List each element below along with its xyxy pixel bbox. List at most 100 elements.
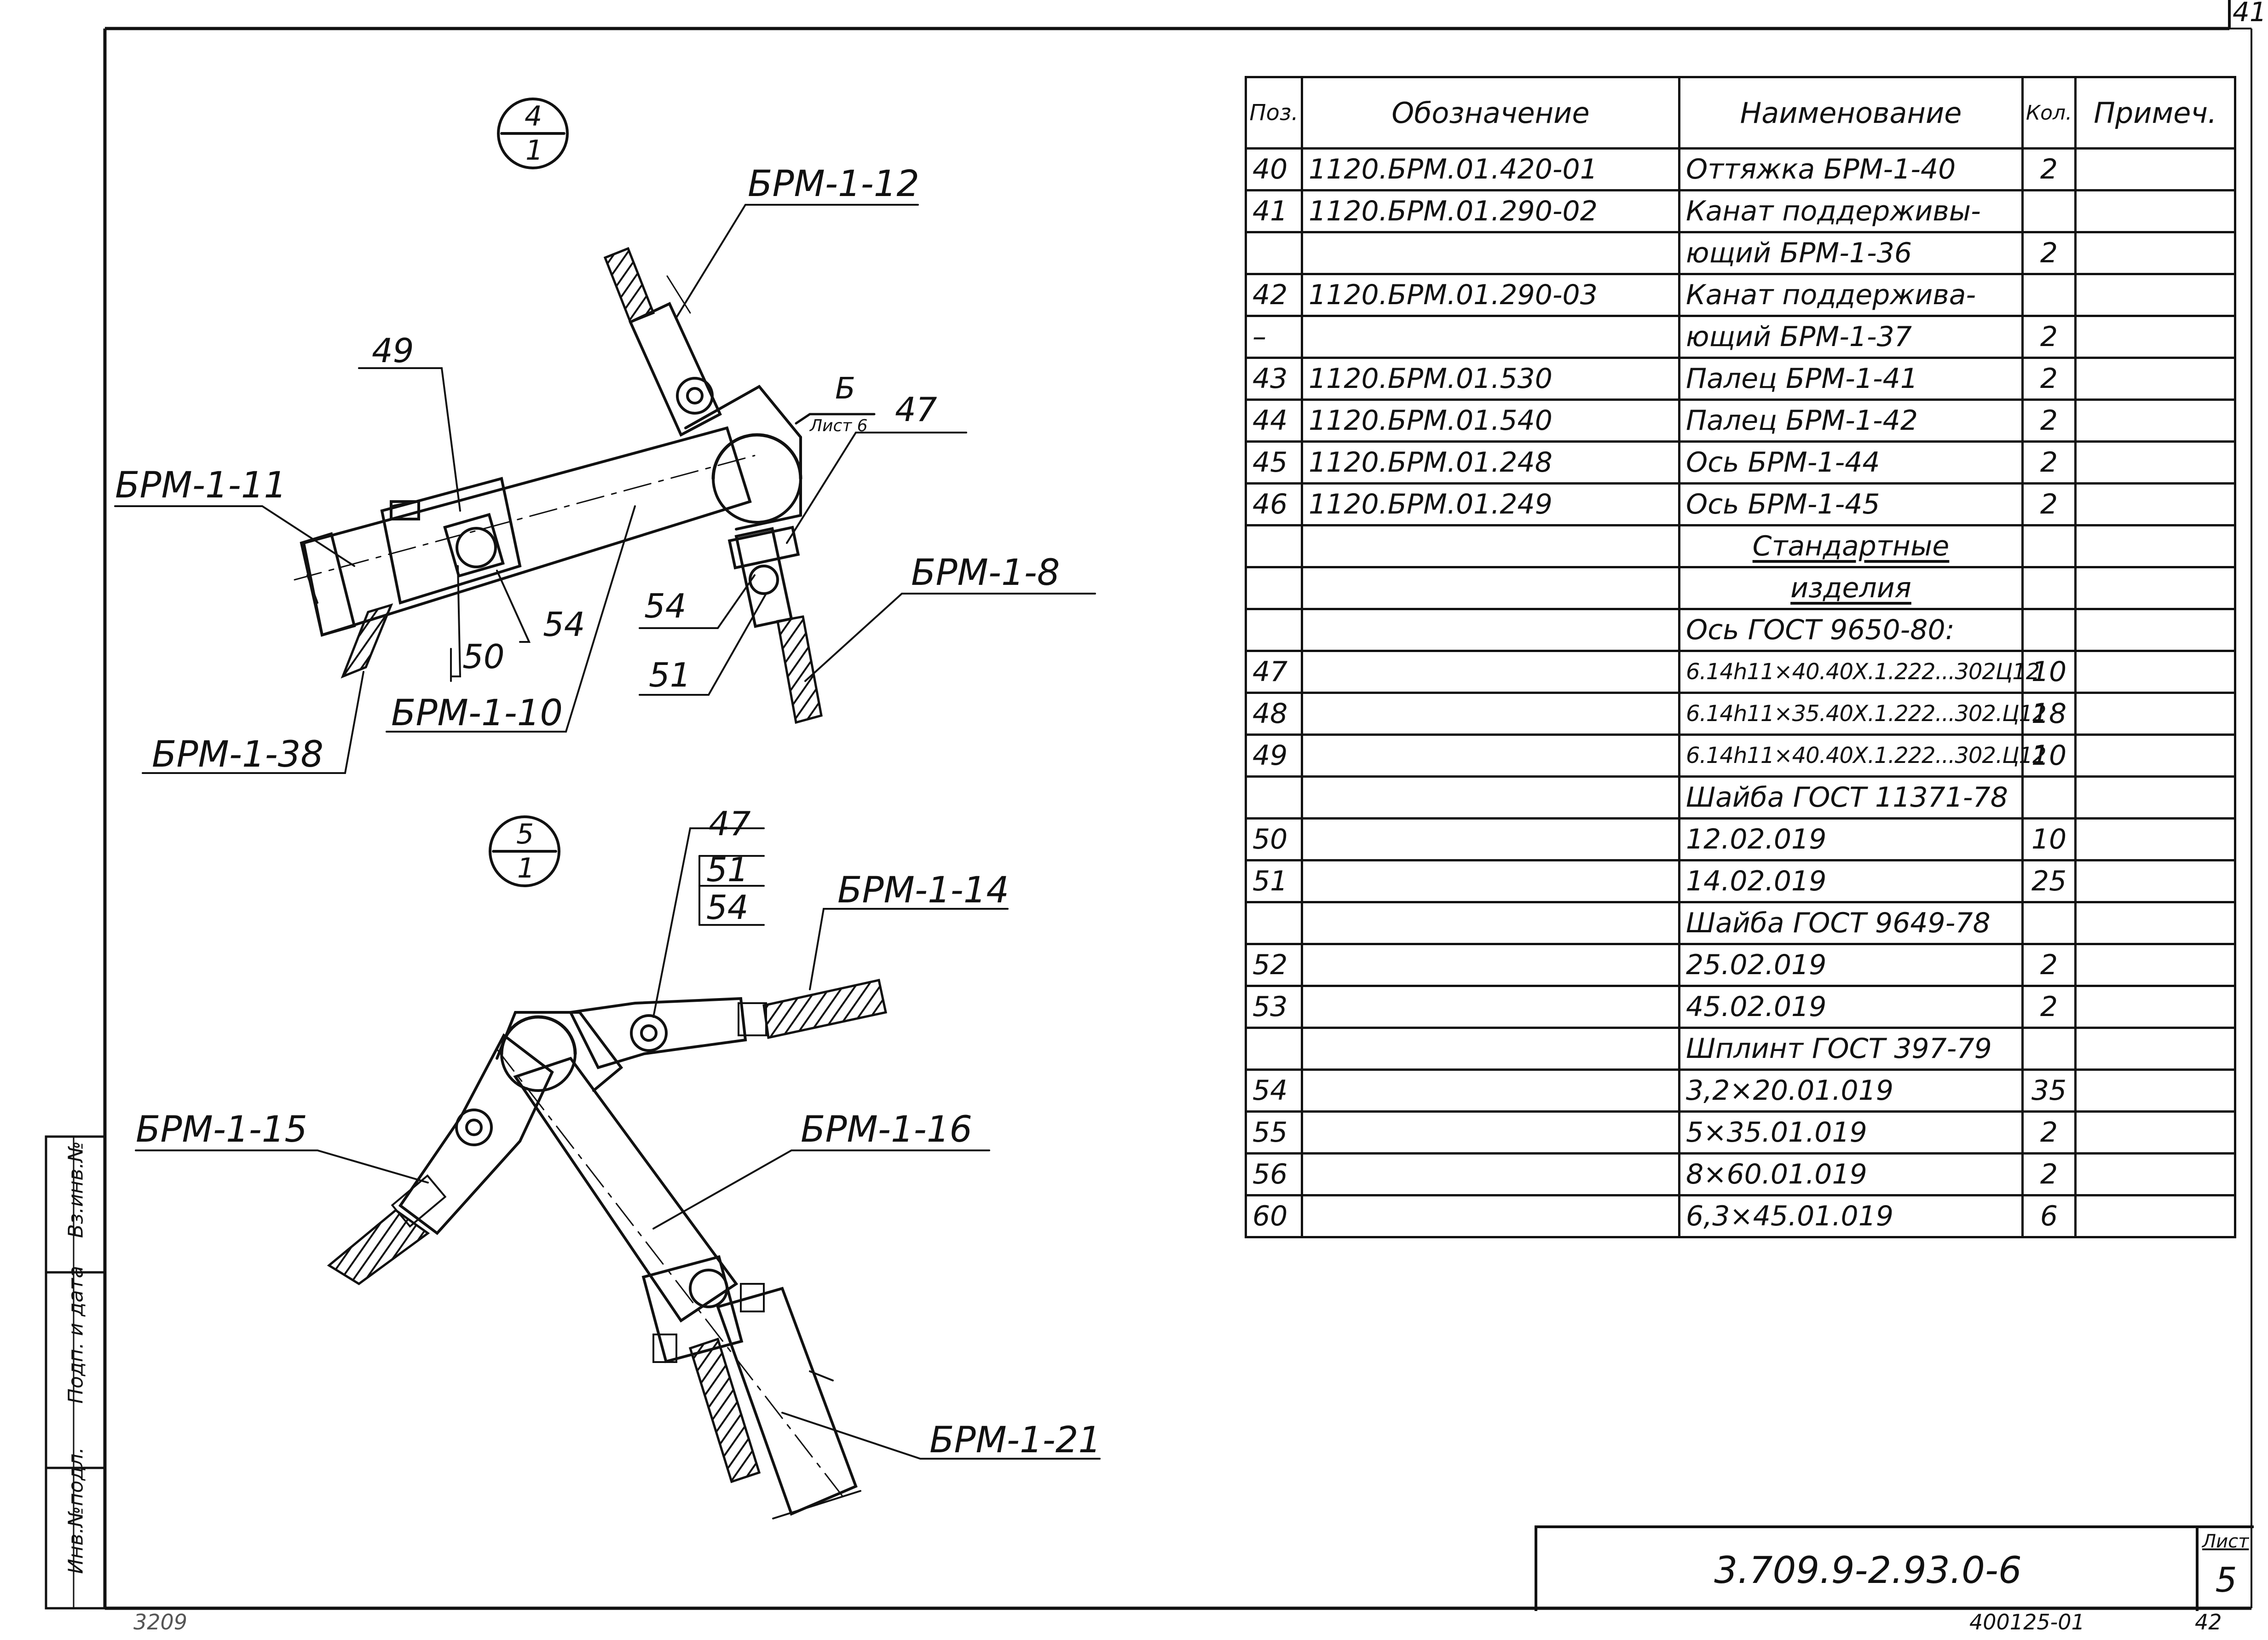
spec-cell-designation — [1301, 1068, 1680, 1113]
spec-cell-pos — [1245, 775, 1303, 820]
spec-cell-pos: 45 — [1245, 440, 1303, 485]
spec-cell-note — [2074, 482, 2236, 526]
sheet-number: 5 — [2215, 1560, 2237, 1600]
header-designation: Обозначение — [1301, 76, 1680, 150]
spec-cell-pos: 50 — [1245, 817, 1303, 861]
label-brm-1-14: БРМ-1-14 — [837, 870, 1010, 911]
spec-cell-name: Шплинт ГОСТ 397-79 — [1678, 1027, 2024, 1071]
spec-cell-name: Канат поддерживы- — [1678, 189, 2024, 233]
spec-cell-note — [2074, 189, 2236, 233]
spec-cell-qty: 2 — [2021, 985, 2077, 1029]
spec-cell-name: Канат поддержива- — [1678, 273, 2024, 317]
spec-row: Ось ГОСТ 9650-80: — [1245, 608, 2236, 652]
spec-cell-name: 45.02.019 — [1678, 985, 2024, 1029]
spec-cell-name: 6.14h11×40.40Х.1.222...302.Ц12 — [1678, 733, 2047, 778]
spec-cell-pos: 60 — [1245, 1194, 1303, 1238]
spec-cell-note — [2074, 315, 2236, 359]
side-sign-date-text: Подп. и дата — [64, 1265, 88, 1404]
header-note: Примеч. — [2074, 76, 2236, 150]
spec-cell-pos: 55 — [1245, 1110, 1303, 1155]
spec-cell-pos: 49 — [1245, 733, 1303, 778]
label-47-d4: 47 — [895, 390, 937, 429]
spec-cell-designation: 1120.БРМ.01.420-01 — [1301, 147, 1680, 191]
spec-cell-name: Шайба ГОСТ 11371-78 — [1678, 775, 2024, 820]
spec-cell-qty: 2 — [2021, 147, 2077, 191]
spec-cell-pos: – — [1245, 315, 1303, 359]
header-pos: Поз. — [1245, 76, 1303, 150]
label-brm-1-11: БРМ-1-11 — [115, 465, 287, 506]
spec-cell-qty — [2021, 1027, 2077, 1071]
spec-cell-name: Ось БРМ-1-45 — [1678, 482, 2024, 526]
spec-cell-name: Стандартные — [1678, 524, 2024, 568]
spec-cell-note — [2074, 859, 2236, 903]
spec-row: изделия — [1245, 566, 2236, 610]
spec-cell-pos: 56 — [1245, 1152, 1303, 1196]
spec-cell-note — [2074, 650, 2236, 694]
spec-cell-name: ющий БРМ-1-36 — [1678, 231, 2024, 275]
spec-cell-qty: 10 — [2021, 733, 2077, 778]
spec-cell-note — [2074, 775, 2236, 820]
spec-cell-note — [2074, 733, 2236, 778]
side-inv-no: Инв.№подл. — [46, 1447, 106, 1574]
label-50: 50 — [462, 637, 505, 676]
spec-cell-pos: 43 — [1245, 357, 1303, 401]
spec-cell-qty — [2021, 901, 2077, 945]
spec-cell-designation — [1301, 943, 1680, 987]
detail-4-number: 4 — [525, 100, 542, 133]
spec-cell-qty — [2021, 524, 2077, 568]
sheet-box: Лист 5 — [2196, 1525, 2254, 1611]
spec-cell-qty: 18 — [2021, 692, 2077, 736]
document-code: 3.709.9-2.93.0-6 — [1714, 1549, 2022, 1592]
spec-cell-designation — [1301, 608, 1680, 652]
label-brm-1-10: БРМ-1-10 — [391, 693, 563, 734]
spec-cell-note — [2074, 1194, 2236, 1238]
spec-cell-name: 3,2×20.01.019 — [1678, 1068, 2024, 1113]
side-inv-no-text: Инв.№подл. — [64, 1447, 88, 1574]
detail-4-bubble — [497, 98, 569, 169]
spec-row: Шайба ГОСТ 9649-78 — [1245, 901, 2236, 945]
spec-cell-pos — [1245, 524, 1303, 568]
label-brm-1-16: БРМ-1-16 — [801, 1109, 973, 1150]
label-54-left: 54 — [543, 605, 585, 644]
spec-cell-name: Палец БРМ-1-41 — [1678, 357, 2024, 401]
spec-cell-note — [2074, 147, 2236, 191]
footer-right-number: 42 — [2195, 1610, 2222, 1634]
side-sign-date: Подп. и дата — [46, 1266, 106, 1404]
spec-cell-pos — [1245, 1027, 1303, 1071]
label-brm-1-21: БРМ-1-21 — [929, 1420, 1102, 1461]
side-replace-inv-text: Вз.инв.№ — [64, 1141, 88, 1238]
spec-cell-pos: 48 — [1245, 692, 1303, 736]
detail-4-drawing — [114, 98, 1096, 774]
spec-cell-qty: 2 — [2021, 943, 2077, 987]
spec-cell-note — [2074, 1027, 2236, 1071]
spec-cell-designation: 1120.БРМ.01.290-02 — [1301, 189, 1680, 233]
spec-cell-name: 5×35.01.019 — [1678, 1110, 2024, 1155]
spec-cell-qty: 2 — [2021, 398, 2077, 443]
spec-cell-name: 8×60.01.019 — [1678, 1152, 2024, 1196]
spec-cell-qty: 2 — [2021, 440, 2077, 485]
detail-5-sheet: 1 — [517, 852, 535, 884]
spec-cell-pos: 54 — [1245, 1068, 1303, 1113]
spec-cell-designation — [1301, 692, 1680, 736]
spec-cell-designation — [1301, 524, 1680, 568]
spec-cell-note — [2074, 1152, 2236, 1196]
label-brm-1-8: БРМ-1-8 — [911, 552, 1060, 594]
corner-sheet-number: 41 — [2233, 0, 2267, 28]
spec-cell-qty — [2021, 566, 2077, 610]
spec-cell-qty — [2021, 608, 2077, 652]
spec-cell-pos: 53 — [1245, 985, 1303, 1029]
spec-cell-qty: 10 — [2021, 650, 2077, 694]
spec-cell-designation: 1120.БРМ.01.249 — [1301, 482, 1680, 526]
spec-cell-name: 12.02.019 — [1678, 817, 2024, 861]
detail-4-sheet: 1 — [525, 134, 543, 167]
spec-cell-pos: 47 — [1245, 650, 1303, 694]
spec-cell-qty: 2 — [2021, 231, 2077, 275]
spec-row: Шплинт ГОСТ 397-79 — [1245, 1027, 2236, 1071]
label-brm-1-38: БРМ-1-38 — [152, 734, 324, 775]
